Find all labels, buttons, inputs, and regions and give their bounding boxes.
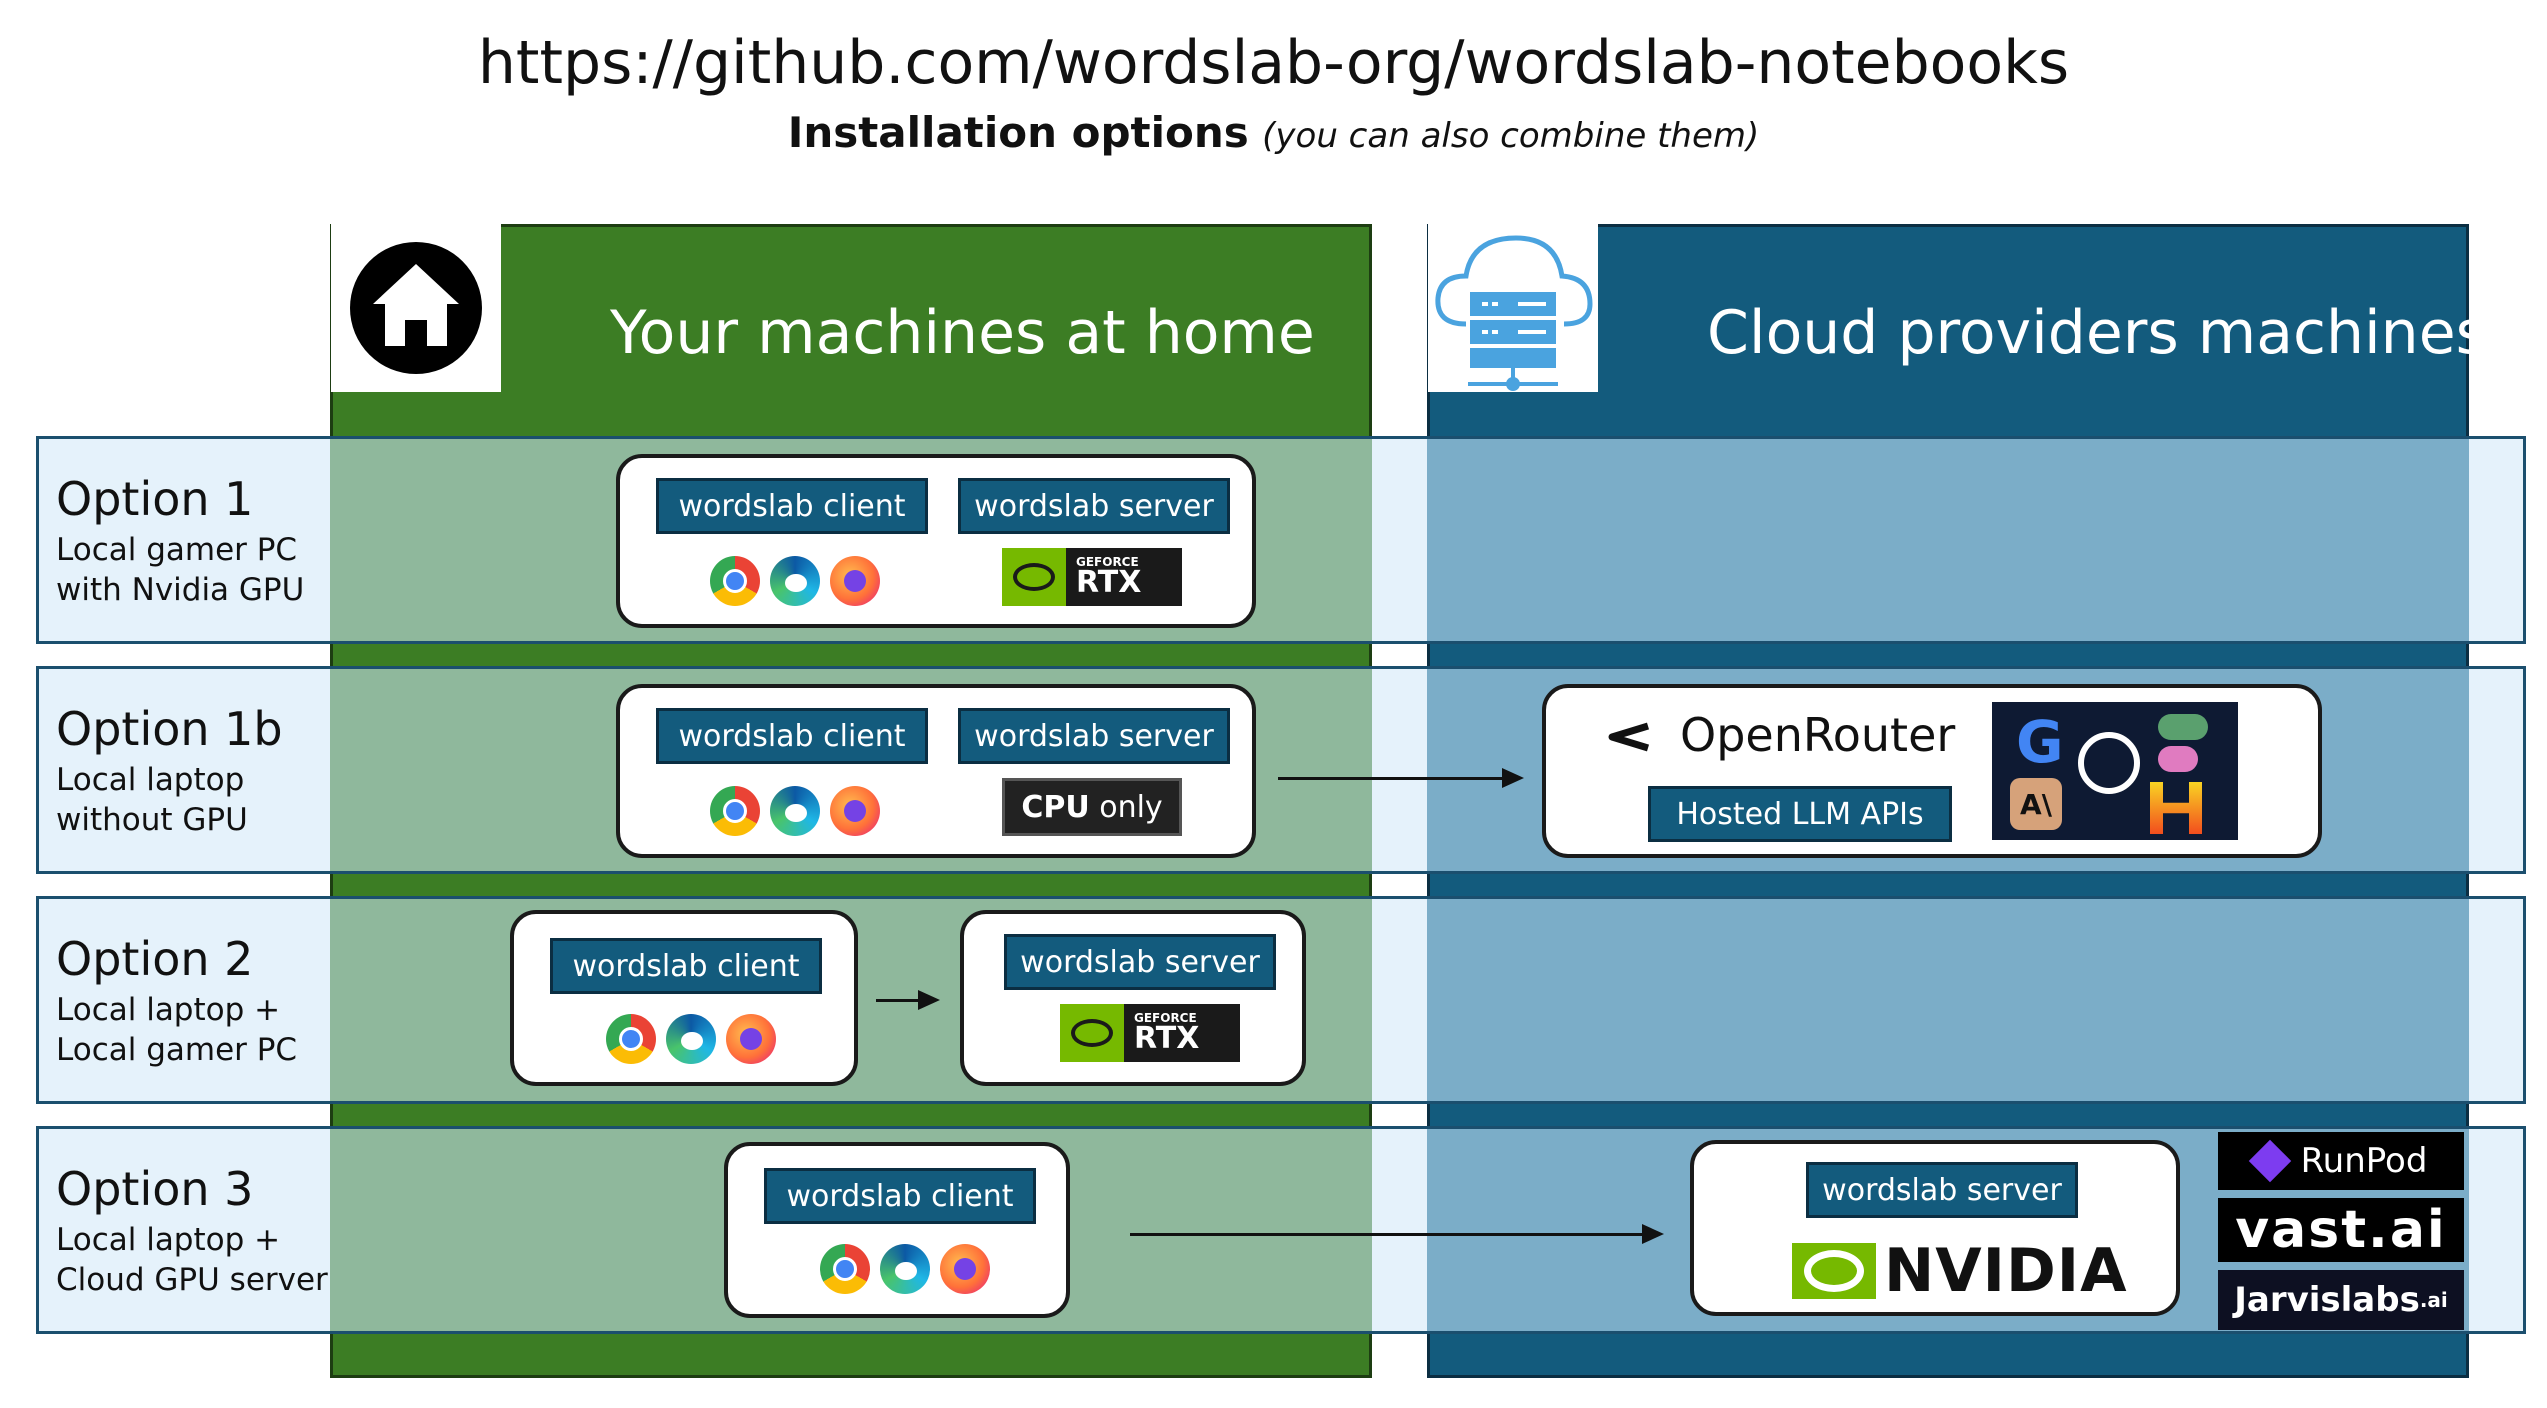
subtitle-italic: (you can also combine them) [1262,116,1760,156]
rtx-small-text: GEFORCE [1134,1011,1197,1025]
client-tag: wordslab client [764,1168,1036,1224]
geforce-rtx-logo: GEFORCE RTX [1060,1004,1240,1062]
client-tag: wordslab client [656,478,928,534]
firefox-icon [830,556,880,606]
row-option-2-cloud [1427,896,2469,1104]
server-tag: wordslab server [1806,1162,2078,1218]
nvidia-eye-icon [1002,548,1066,606]
row-subtitle-line: Local laptop + [56,1222,281,1258]
jarvislabs-text: Jarvislabs [2234,1280,2420,1320]
client-tag: wordslab client [550,938,822,994]
edge-icon [880,1244,930,1294]
row-subtitle-line: Cloud GPU server [56,1262,328,1298]
row-subtitle-line: with Nvidia GPU [56,572,305,608]
browser-icons [820,1244,990,1294]
arrow-to-openrouter [1278,777,1504,780]
arrow-head [918,990,940,1010]
openai-icon [2078,732,2140,794]
runpod-icon [2248,1139,2291,1183]
row-title: Option 1b [56,702,283,756]
rtx-small-text: GEFORCE [1076,555,1139,569]
cloud-icon-box [1428,224,1598,392]
server-tag: wordslab server [1004,934,1276,990]
cloud-server-icon [1435,235,1593,391]
firefox-icon [830,786,880,836]
firefox-icon [726,1014,776,1064]
runpod-text: RunPod [2300,1141,2428,1181]
cpu-only-badge: CPU only [1002,778,1182,836]
openrouter-icon [1604,712,1654,762]
anthropic-icon: A\ [2010,778,2062,830]
row-subtitle: Local laptop + Local gamer PC [56,990,297,1070]
subtitle: Installation options (you can also combi… [0,108,2547,157]
row-subtitle-line: Local laptop [56,762,245,798]
chrome-icon [710,786,760,836]
nvidia-eye-icon [1792,1243,1876,1299]
rtx-text: RTX [1134,1021,1200,1056]
jarvislabs-logo: Jarvislabs.ai [2218,1270,2464,1330]
home-icon [350,242,482,374]
firefox-icon [940,1244,990,1294]
browser-icons [606,1014,776,1064]
mistral-icon [2150,782,2202,834]
row-subtitle-line: Local gamer PC [56,1032,298,1068]
home-icon-box [331,224,501,392]
jarvislabs-suffix: .ai [2419,1288,2448,1312]
cpu-text: CPU [1021,789,1090,825]
google-icon: G [2016,708,2064,776]
arrow-to-cloud-gpu [1130,1233,1644,1236]
browser-icons [710,786,880,836]
row-title: Option 2 [56,932,254,986]
arrow-client-to-server [876,999,920,1002]
chrome-icon [710,556,760,606]
meta-icon [2158,746,2198,772]
server-tag: wordslab server [958,478,1230,534]
cloud-column-title: Cloud providers machines [1707,298,2487,368]
nvidia-logo: NVIDIA [1792,1236,2128,1306]
arrow-head [1642,1224,1664,1244]
runpod-logo: RunPod [2218,1132,2464,1190]
rtx-text: RTX [1076,565,1142,600]
edge-icon [666,1014,716,1064]
home-column-title: Your machines at home [610,298,1315,368]
nvidia-eye-icon [1060,1004,1124,1062]
server-tag: wordslab server [958,708,1230,764]
edge-icon [770,556,820,606]
geforce-rtx-logo: GEFORCE RTX [1002,548,1182,606]
row-subtitle-line: Local gamer PC [56,532,298,568]
openrouter-text: OpenRouter [1680,708,1956,762]
row-option-1-cloud [1427,436,2469,644]
client-tag: wordslab client [656,708,928,764]
chrome-icon [606,1014,656,1064]
hosted-llm-tag: Hosted LLM APIs [1648,786,1952,842]
row-subtitle: Local gamer PC with Nvidia GPU [56,530,304,610]
browser-icons [710,556,880,606]
subtitle-bold: Installation options [787,108,1249,157]
row-subtitle: Local laptop + Cloud GPU server [56,1220,328,1300]
vast-logo: vast.ai [2218,1198,2464,1262]
row-title: Option 1 [56,472,254,526]
page-title: https://github.com/wordslab-org/wordslab… [477,28,2070,98]
edge-icon [770,786,820,836]
nvidia-text: NVIDIA [1884,1236,2128,1306]
llm-providers-logos: G A\ [1992,702,2238,840]
chrome-icon [820,1244,870,1294]
row-subtitle-line: Local laptop + [56,992,281,1028]
row-subtitle: Local laptop without GPU [56,760,248,840]
cpu-only-text: only [1089,789,1163,825]
row-title: Option 3 [56,1162,254,1216]
perplexity-icon [2158,714,2208,740]
arrow-head [1502,768,1524,788]
row-subtitle-line: without GPU [56,802,248,838]
